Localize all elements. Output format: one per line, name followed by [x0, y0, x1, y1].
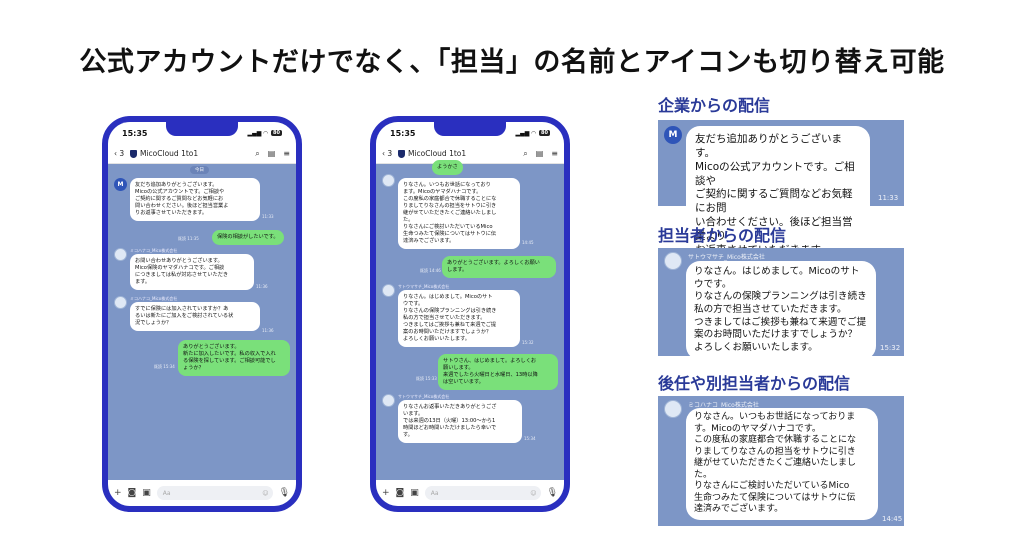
status-icons: ▂▄▆ ◠ 80 — [247, 129, 282, 137]
message-input[interactable]: Aa ☺ — [424, 486, 541, 500]
chat-bubble: りなさんお返事いただきありがとうござ います。 では来週の13日（火曜）13:0… — [398, 400, 522, 444]
message-time: 11:36 — [256, 284, 268, 289]
chat-title: MicoCloud 1to1 — [398, 149, 523, 158]
message-time: 15:32 — [880, 344, 901, 352]
menu-icon[interactable]: ≡ — [283, 148, 290, 158]
search-icon[interactable]: ⌕ — [523, 148, 528, 158]
message-time: 14:45 — [522, 240, 534, 245]
chat-screen: 15:35 ▂▄▆ ◠ 80 ‹ 3 MicoCloud 1to1 ⌕ ▤ ≡ 今日… — [108, 122, 296, 506]
plus-icon[interactable]: + — [382, 488, 390, 498]
staff-avatar — [382, 284, 395, 297]
panel-company-message: M 友だち追加ありがとうございます。 Micoの公式アカウントです。ご相談や ご… — [658, 120, 904, 265]
chat-header: ‹ 3 MicoCloud 1to1 ⌕ ▤ ≡ — [376, 144, 564, 164]
message-time: 14:45 — [882, 515, 903, 523]
status-icons: ▂▄▆ ◠ 80 — [515, 129, 550, 137]
unread-count: 3 — [387, 149, 393, 158]
notes-icon[interactable]: ▤ — [267, 148, 276, 158]
message-list: ようかさ りなさん。いつもお世話になっており ます。Micoのヤマダハナコです。… — [376, 160, 564, 480]
camera-icon[interactable]: ◙ — [395, 488, 405, 498]
emoji-icon[interactable]: ☺ — [262, 489, 269, 497]
message-time: 既読 15:34 — [154, 364, 175, 369]
panel-successor-message: ミコハナコ_Mico株式会社 りなさん。いつもお世話になっておりま す。Mico… — [658, 396, 904, 526]
sender-name: ミコハナコ_Mico株式会社 — [130, 296, 178, 301]
reply-bubble: ありがとうございます。よろしくお願い します。 — [442, 256, 556, 279]
camera-icon[interactable]: ◙ — [127, 488, 137, 498]
account-name: MicoCloud 1to1 — [140, 149, 199, 158]
battery-icon: 80 — [271, 130, 282, 136]
image-icon[interactable]: ▣ — [142, 488, 151, 498]
sender-name: サトウマサチ_Mico株式会社 — [398, 284, 450, 289]
reply-bubble: サトウさん、はじめまして。よろしくお 願いします。 来週でしたら火曜日と水曜日、… — [438, 354, 558, 391]
emoji-icon[interactable]: ☺ — [530, 489, 537, 497]
chat-bubble: お問い合わせありがとうございます。 Mico保険のヤマダハナコです。ご相談 につ… — [130, 254, 254, 291]
sender-name: ミコハナコ_Mico株式会社 — [688, 402, 759, 409]
menu-icon[interactable]: ≡ — [551, 148, 558, 158]
company-avatar: M — [664, 126, 682, 144]
reply-bubble: ようかさ — [432, 160, 463, 176]
input-bar: + ◙ ▣ Aa ☺ 🎙 — [108, 480, 296, 506]
staff-avatar — [664, 400, 682, 418]
message-bubble: りなさん。いつもお世話になっておりま す。Micoのヤマダハナコです。 この度私… — [686, 408, 878, 520]
chat-bubble: りなさん。いつもお世話になっており ます。Micoのヤマダハナコです。 この度私… — [398, 178, 520, 250]
verified-shield-icon — [130, 149, 137, 158]
input-placeholder: Aa — [430, 489, 439, 497]
battery-icon: 80 — [539, 130, 550, 136]
staff-avatar — [382, 174, 395, 187]
staff-avatar — [114, 296, 127, 309]
clock: 15:35 — [122, 128, 148, 138]
phone-mockup-staff: 15:35 ▂▄▆ ◠ 80 ‹ 3 MicoCloud 1to1 ⌕ ▤ ≡ よう… — [370, 116, 570, 512]
input-bar: + ◙ ▣ Aa ☺ 🎙 — [376, 480, 564, 506]
back-button[interactable]: ‹ 3 — [114, 149, 125, 158]
sender-name: サトウマサチ_Mico株式会社 — [398, 394, 450, 399]
image-icon[interactable]: ▣ — [410, 488, 419, 498]
mic-icon[interactable]: 🎙 — [546, 488, 558, 498]
mic-icon[interactable]: 🎙 — [278, 488, 290, 498]
sender-name: ミコハナコ_Mico株式会社 — [130, 248, 178, 253]
message-time: 既読 15:33 — [416, 376, 437, 381]
staff-avatar — [664, 252, 682, 270]
back-button[interactable]: ‹ 3 — [382, 149, 393, 158]
date-separator: 今日 — [190, 166, 209, 174]
section-title-successor: 後任や別担当者からの配信 — [658, 374, 851, 393]
chat-screen: 15:35 ▂▄▆ ◠ 80 ‹ 3 MicoCloud 1to1 ⌕ ▤ ≡ よう… — [376, 122, 564, 506]
unread-count: 3 — [119, 149, 125, 158]
chat-bubble: 友だち追加ありがとうございます。 Micoの公式アカウントです。ご相談や ご契約… — [130, 178, 260, 222]
company-avatar: M — [114, 178, 127, 191]
reply-bubble: 保険の相談がしたいです。 — [212, 230, 284, 246]
staff-avatar — [114, 248, 127, 261]
phone-notch — [434, 122, 506, 136]
notes-icon[interactable]: ▤ — [535, 148, 544, 158]
reply-bubble: ありがとうございます。 新たに加入したいです。私の収入で入れ る保険を探していま… — [178, 340, 290, 377]
headline: 公式アカウントだけでなく、「担当」の名前とアイコンも切り替え可能 — [79, 47, 945, 78]
message-time: 11:33 — [878, 194, 899, 202]
input-placeholder: Aa — [162, 489, 171, 497]
message-time: 15:34 — [524, 436, 536, 441]
section-title-company: 企業からの配信 — [658, 96, 771, 115]
message-list: 今日 M 友だち追加ありがとうございます。 Micoの公式アカウントです。ご相談… — [108, 164, 296, 480]
search-icon[interactable]: ⌕ — [255, 148, 260, 158]
sender-name: サトウマサチ_Mico株式会社 — [688, 254, 765, 261]
message-time: 11:36 — [262, 328, 274, 333]
verified-shield-icon — [398, 149, 405, 158]
chat-bubble: すでに保険には加入されていますか？あ るいは新たにご加入をご検討されている状 況… — [130, 302, 260, 332]
chat-title: MicoCloud 1to1 — [130, 149, 255, 158]
chat-bubble: りなさん。はじめまして。Micoのサト ウです。 りなさんの保険プランニングは引… — [398, 290, 520, 348]
account-name: MicoCloud 1to1 — [408, 149, 467, 158]
message-bubble: りなさん。はじめまして。Micoのサト ウです。 りなさんの保険プランニングは引… — [686, 261, 876, 360]
plus-icon[interactable]: + — [114, 488, 122, 498]
section-title-staff: 担当者からの配信 — [658, 226, 787, 245]
clock: 15:35 — [390, 128, 416, 138]
message-time: 15:32 — [522, 340, 534, 345]
phone-notch — [166, 122, 238, 136]
staff-avatar — [382, 394, 395, 407]
phone-mockup-company: 15:35 ▂▄▆ ◠ 80 ‹ 3 MicoCloud 1to1 ⌕ ▤ ≡ 今日… — [102, 116, 302, 512]
message-input[interactable]: Aa ☺ — [156, 486, 273, 500]
message-time: 既読 14:46 — [420, 268, 441, 273]
message-time: 既読 11:35 — [178, 236, 199, 241]
panel-staff-message: サトウマサチ_Mico株式会社 りなさん。はじめまして。Micoのサト ウです。… — [658, 248, 904, 360]
chat-header: ‹ 3 MicoCloud 1to1 ⌕ ▤ ≡ — [108, 144, 296, 164]
message-bubble: 友だち追加ありがとうございます。 Micoの公式アカウントです。ご相談や ご契約… — [686, 126, 870, 265]
message-time: 11:33 — [262, 214, 274, 219]
